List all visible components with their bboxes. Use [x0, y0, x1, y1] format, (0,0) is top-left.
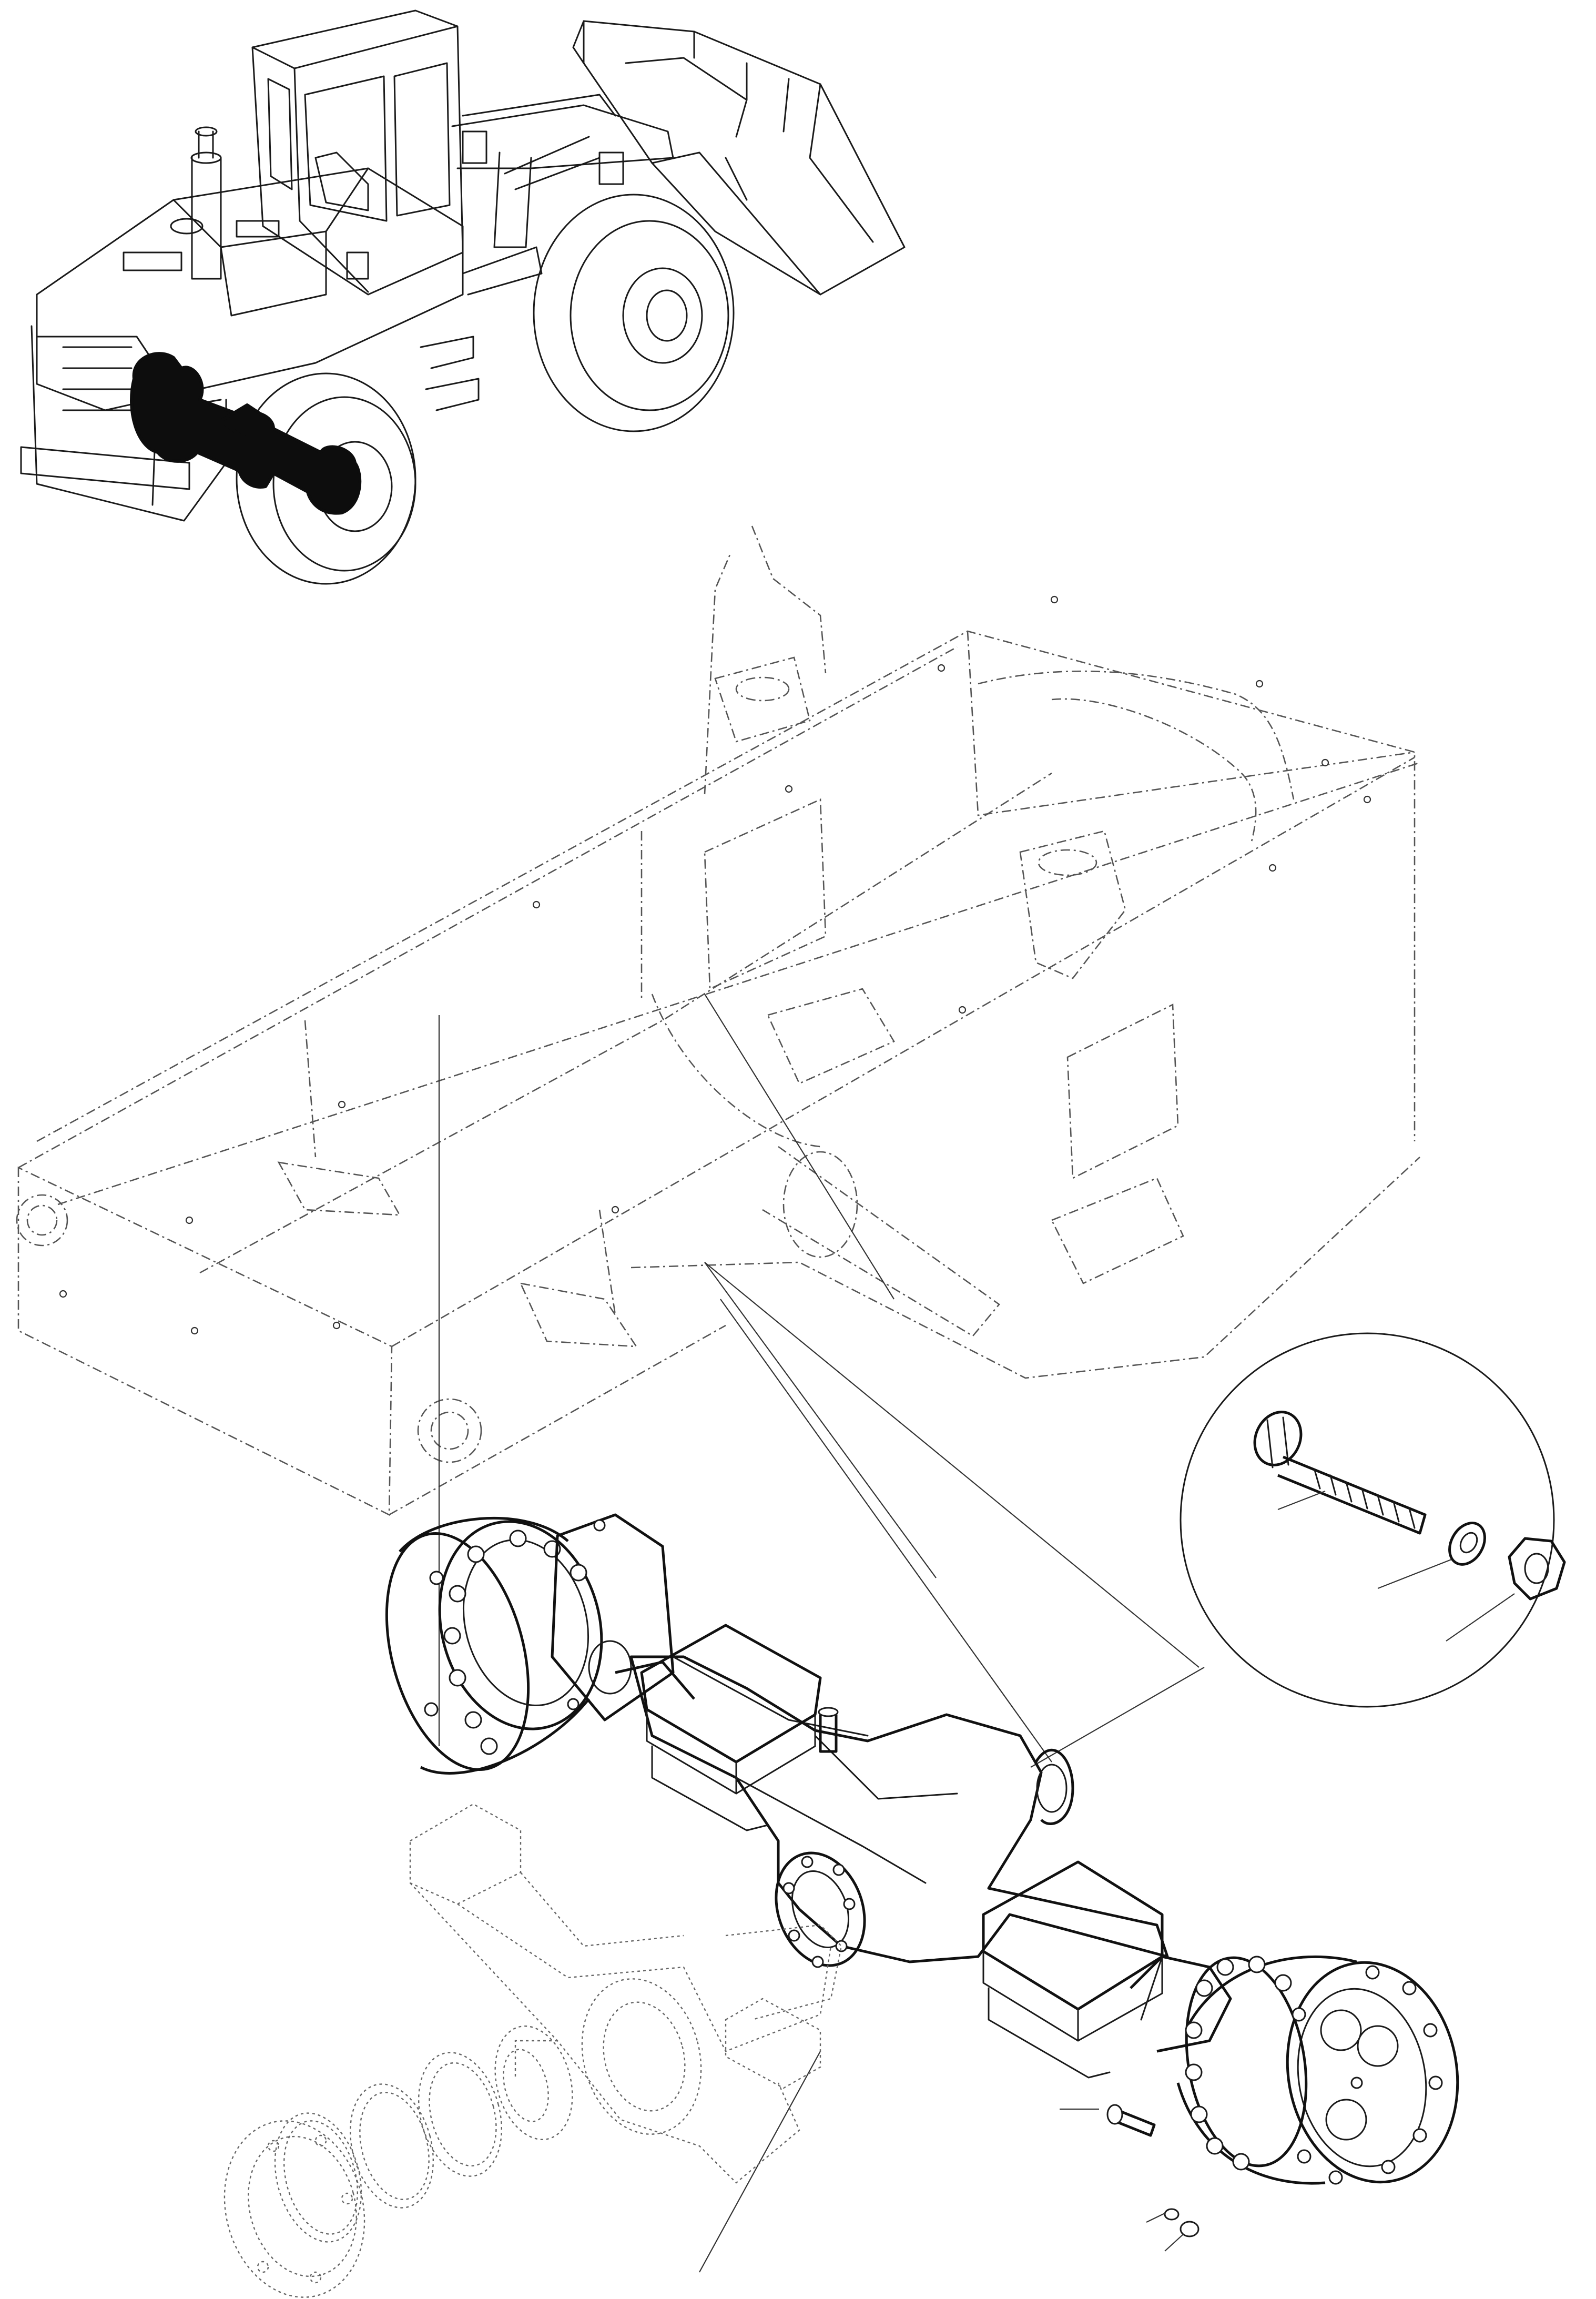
hub-fasteners	[1060, 2104, 1199, 2252]
locator-wheel-loader	[20, 9, 906, 585]
loader-cab	[251, 9, 464, 296]
pivot-rings	[223, 2025, 573, 2298]
bolt-detail-view	[1180, 1332, 1566, 1708]
cap-screw	[1106, 2104, 1156, 2137]
front-axle-assembly	[385, 1513, 1459, 2185]
loader-lift-arms	[451, 94, 674, 296]
loader-frame	[16, 525, 1420, 1516]
loader-bucket	[572, 20, 906, 296]
highlighted-front-axle	[130, 352, 362, 515]
left-hub-bolts	[424, 1530, 587, 1755]
detail-circle	[1180, 1332, 1555, 1708]
right-spindle	[1130, 1955, 1232, 2053]
right-wheel-hub	[1176, 1955, 1459, 2185]
flat-washer	[1164, 2208, 1180, 2221]
detail-bolt	[1253, 1411, 1427, 1535]
left-wheel-hub	[385, 1517, 603, 1775]
axle-cradle	[409, 1803, 842, 2184]
detail-leader-washer	[1377, 1558, 1452, 1589]
left-mounting-pad	[640, 1624, 822, 1831]
axle-breather	[818, 1707, 839, 1753]
detail-nut	[1508, 1537, 1566, 1601]
loader-exhaust-stack	[170, 126, 222, 280]
loader-body	[20, 167, 464, 522]
hex-nut	[1180, 2221, 1199, 2237]
detail-washer	[1448, 1522, 1486, 1566]
axle-housing	[629, 1655, 1169, 1963]
loader-front-wheel	[236, 372, 416, 585]
left-trunnion	[551, 1513, 695, 1721]
frame-bolt-holes	[59, 595, 1371, 1335]
axle-flange	[775, 1851, 866, 1968]
detail-leader-nut	[1446, 1593, 1515, 1642]
assembly-leaders	[438, 994, 1205, 2273]
right-hub-bolts	[1185, 1956, 1443, 2185]
detail-leader-bolt	[1277, 1490, 1326, 1511]
loader-rear-wheel	[533, 194, 735, 432]
